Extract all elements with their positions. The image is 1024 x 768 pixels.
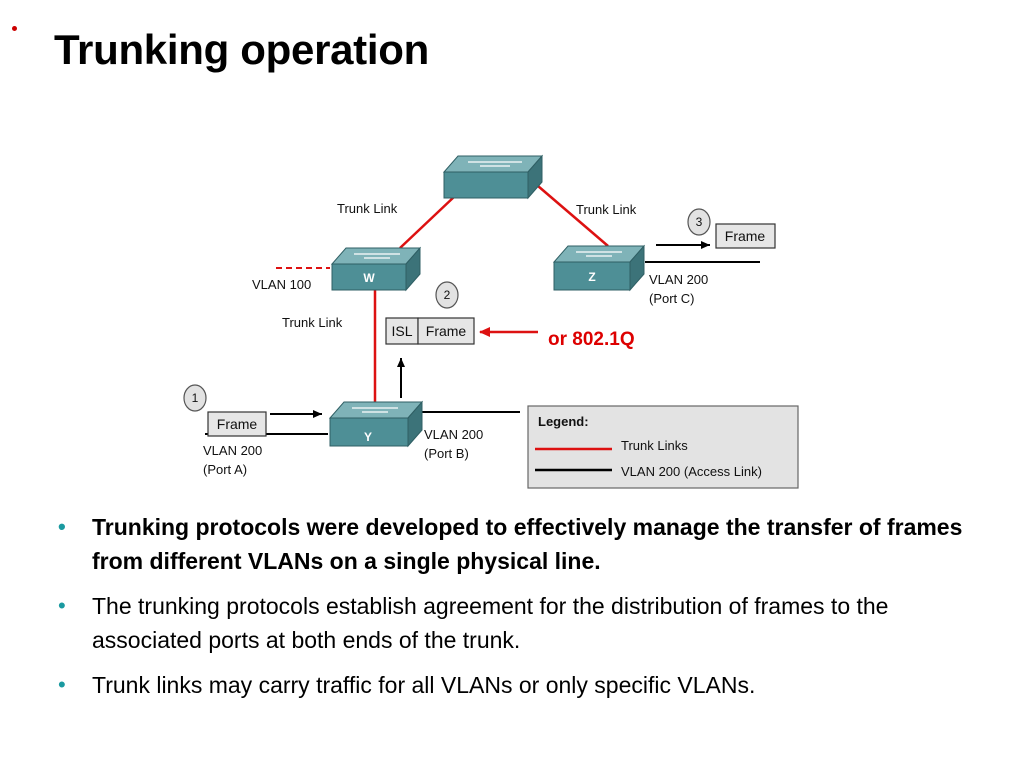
switch-y-label: Y: [364, 430, 372, 444]
slide-title: Trunking operation: [54, 26, 429, 73]
bullet-dot-icon: •: [58, 514, 66, 539]
bullet-item: • Trunking protocols were developed to e…: [58, 510, 998, 578]
step-1-number: 1: [192, 391, 199, 405]
bullet-list: • Trunking protocols were developed to e…: [58, 510, 998, 713]
step-1-frame-box: [207, 411, 267, 437]
legend-title: Legend:: [538, 414, 589, 429]
step-3-frame-box: [715, 223, 776, 249]
trunk-link-top-z: [537, 185, 609, 247]
legend-box: [527, 405, 799, 489]
bullet-text: Trunk links may carry traffic for all VL…: [92, 672, 756, 698]
step-3-circle: [687, 208, 711, 236]
step-1-circle: [183, 384, 207, 412]
bullet-text: The trunking protocols establish agreeme…: [92, 593, 889, 653]
legend-trunk-label: Trunk Links: [621, 438, 688, 453]
step-1: 1 Frame: [183, 384, 267, 437]
bullet-item: • The trunking protocols establish agree…: [58, 589, 998, 657]
port-a-vlan-label: VLAN 200: [203, 443, 262, 458]
legend: Legend: Trunk Links VLAN 200 (Access Lin…: [527, 405, 799, 489]
trunk-link-label-top-left: Trunk Link: [337, 201, 398, 216]
port-b-vlan-label: VLAN 200: [424, 427, 483, 442]
step-2-circle: [435, 281, 459, 309]
bullet-text: Trunking protocols were developed to eff…: [92, 514, 963, 574]
step-2: 2 ISL Frame: [385, 281, 475, 345]
trunk-link-top-w: [399, 195, 456, 249]
trunk-link-label-w-y: Trunk Link: [282, 315, 343, 330]
port-a-label: (Port A): [203, 462, 247, 477]
trunking-diagram: W Z Y Trunk Link Trunk Link Trunk Link V…: [183, 154, 799, 489]
bullet-dot-icon: •: [58, 672, 66, 697]
trunk-link-label-top-right: Trunk Link: [576, 202, 637, 217]
port-c-label: (Port C): [649, 291, 695, 306]
switch-top: [442, 154, 544, 200]
port-b-label: (Port B): [424, 446, 469, 461]
bullet-dot-icon: •: [58, 593, 66, 618]
step-3-number: 3: [696, 215, 703, 229]
step-3-frame-label: Frame: [725, 228, 766, 244]
step-2-number: 2: [444, 288, 451, 302]
step-1-frame-label: Frame: [217, 416, 258, 432]
step-2-isl-label: ISL: [391, 323, 412, 339]
alt-protocol-label: or 802.1Q: [548, 329, 635, 350]
switch-z: Z: [552, 244, 646, 292]
port-c-vlan-label: VLAN 200: [649, 272, 708, 287]
step-2-frame-label: Frame: [426, 323, 467, 339]
slide-corner-dot: [12, 26, 17, 31]
bullet-item: • Trunk links may carry traffic for all …: [58, 668, 998, 702]
switch-w: W: [330, 246, 422, 292]
step-2-isl-box: [385, 317, 419, 345]
switch-w-label: W: [363, 271, 375, 285]
switch-z-label: Z: [588, 270, 595, 284]
legend-access-label: VLAN 200 (Access Link): [621, 464, 762, 479]
step-3: 3 Frame: [687, 208, 776, 249]
step-2-frame-box: [417, 317, 475, 345]
switch-y: Y: [328, 400, 424, 448]
vlan-100-label: VLAN 100: [252, 277, 311, 292]
